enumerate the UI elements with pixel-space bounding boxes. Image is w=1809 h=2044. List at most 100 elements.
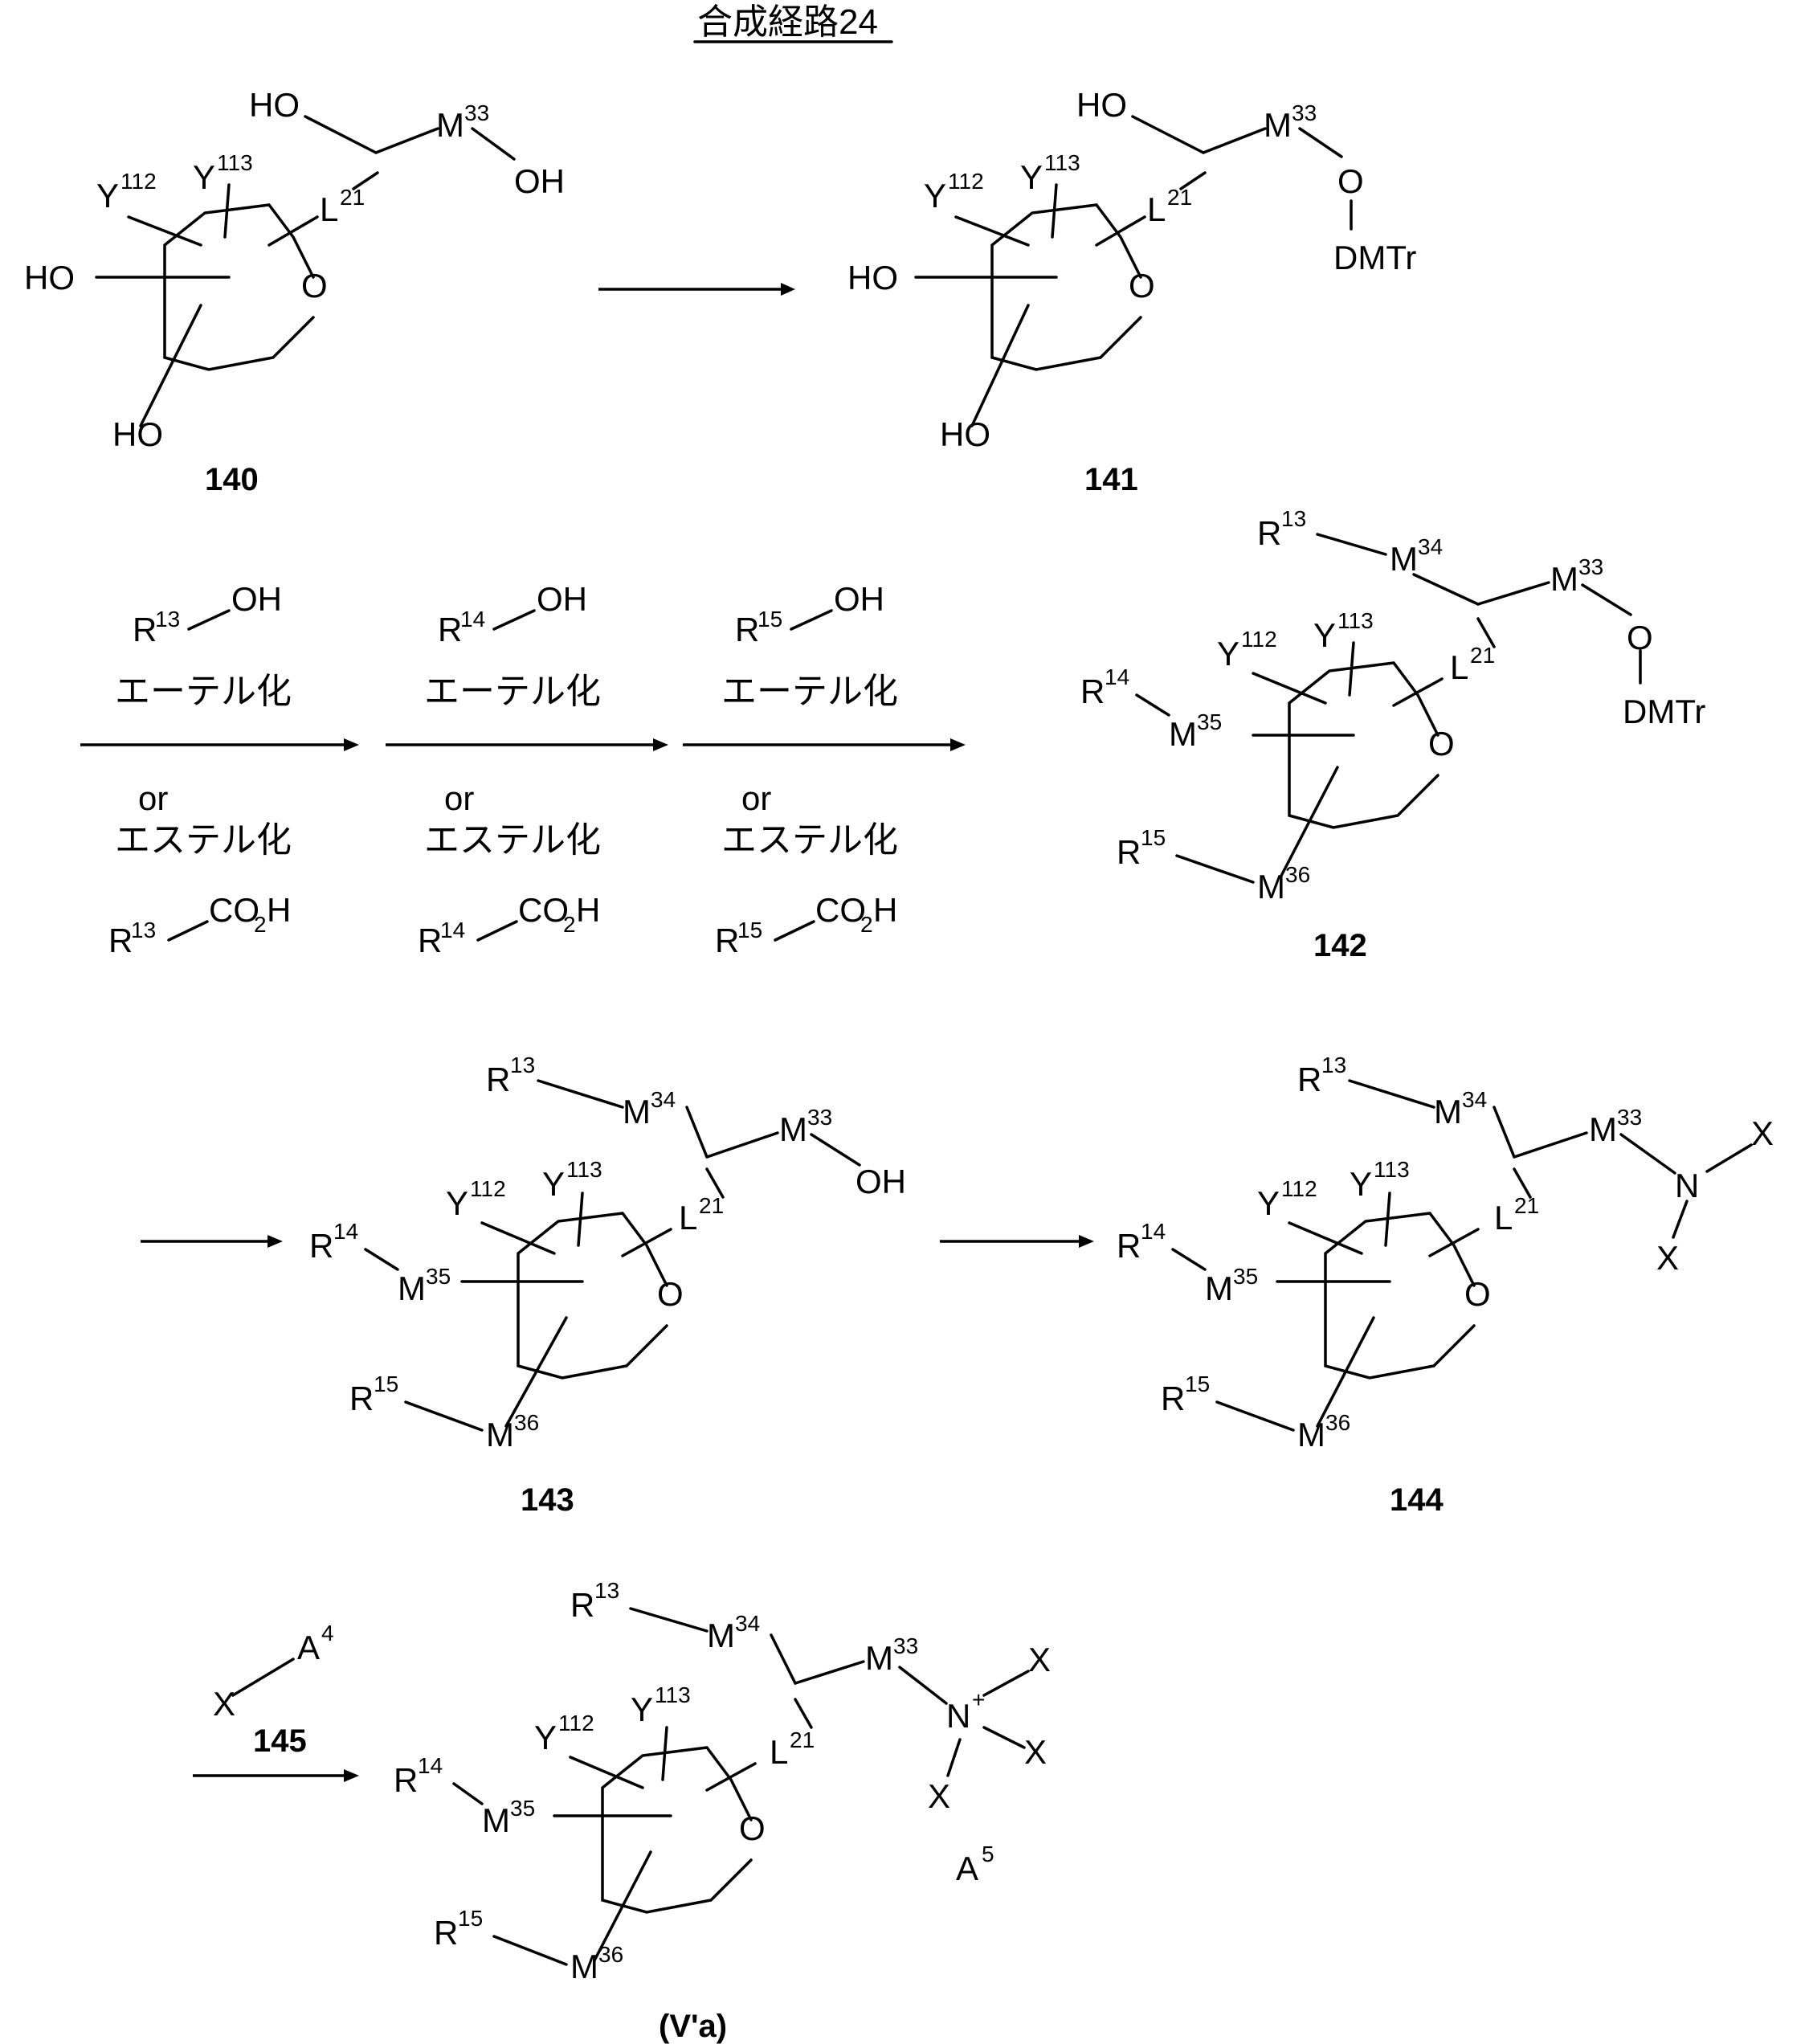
svg-text:113: 113 (217, 150, 253, 175)
arrowhead (344, 738, 359, 751)
svg-text:HO: HO (24, 259, 75, 296)
svg-text:+: + (972, 1687, 985, 1712)
svg-text:15: 15 (374, 1372, 398, 1396)
svg-text:OH: OH (514, 162, 565, 200)
svg-text:R: R (1161, 1380, 1185, 1417)
svg-text:R: R (133, 611, 157, 648)
svg-text:R: R (1117, 1227, 1141, 1265)
svg-text:R: R (1117, 833, 1141, 871)
svg-text:21: 21 (790, 1727, 815, 1752)
svg-text:15: 15 (737, 918, 762, 942)
svg-text:M: M (1550, 560, 1578, 598)
svg-text:112: 112 (558, 1711, 594, 1735)
svg-text:M: M (486, 1416, 514, 1453)
svg-text:33: 33 (1578, 554, 1603, 579)
svg-text:L: L (1147, 190, 1166, 228)
svg-text:X: X (1024, 1733, 1047, 1771)
svg-text:13: 13 (1321, 1053, 1346, 1077)
svg-text:O: O (1464, 1275, 1491, 1313)
svg-text:M: M (398, 1269, 426, 1307)
svg-text:4: 4 (321, 1621, 334, 1645)
svg-text:145: 145 (253, 1723, 307, 1759)
svg-text:R: R (1257, 514, 1281, 552)
svg-text:M: M (1205, 1269, 1233, 1307)
svg-text:or: or (444, 779, 474, 817)
svg-text:X: X (928, 1777, 950, 1815)
svg-text:33: 33 (1292, 100, 1317, 125)
svg-text:Y: Y (96, 177, 119, 215)
svg-text:21: 21 (1167, 185, 1192, 210)
svg-text:M: M (1589, 1110, 1617, 1148)
svg-text:36: 36 (1285, 862, 1310, 887)
svg-text:140: 140 (205, 462, 259, 497)
svg-text:X: X (1751, 1114, 1774, 1152)
svg-text:O: O (739, 1809, 766, 1847)
svg-text:Y: Y (446, 1184, 468, 1222)
arrowhead (781, 283, 795, 296)
svg-text:H: H (576, 891, 600, 929)
svg-text:M: M (779, 1110, 807, 1148)
svg-text:21: 21 (699, 1193, 724, 1218)
svg-text:35: 35 (426, 1264, 451, 1289)
compound-145: X A4 145 (213, 1621, 334, 1759)
svg-text:エーテル化: エーテル化 (721, 672, 898, 711)
svg-text:O: O (1627, 619, 1653, 656)
or-label: or (138, 779, 168, 817)
svg-text:M: M (482, 1801, 510, 1839)
svg-text:M: M (1257, 868, 1285, 905)
reaction-arrows (80, 283, 1094, 1782)
etherification-label: エーテル化 (115, 672, 292, 711)
arrowhead (344, 1769, 359, 1782)
svg-text:CO: CO (518, 891, 569, 929)
svg-text:HO: HO (940, 415, 990, 453)
svg-text:13: 13 (594, 1578, 619, 1603)
compound-144: R13 M34 M33 N X X R14 M35 R15 M36 O Y112… (1117, 1053, 1774, 1518)
svg-text:M: M (1390, 540, 1418, 578)
svg-text:113: 113 (1337, 608, 1374, 633)
svg-text:34: 34 (1462, 1087, 1487, 1112)
arrowhead (950, 738, 966, 751)
svg-text:M: M (623, 1093, 651, 1130)
svg-text:N: N (946, 1697, 970, 1735)
svg-text:R: R (438, 611, 462, 648)
svg-text:112: 112 (470, 1176, 506, 1201)
svg-text:Y: Y (1350, 1165, 1372, 1203)
svg-text:OH: OH (855, 1163, 906, 1200)
svg-text:33: 33 (807, 1105, 832, 1130)
svg-text:113: 113 (1374, 1157, 1410, 1182)
svg-text:113: 113 (566, 1157, 602, 1182)
svg-text:X: X (1656, 1239, 1679, 1277)
svg-text:H: H (873, 891, 897, 929)
svg-text:HO: HO (1076, 86, 1127, 124)
svg-text:M: M (436, 106, 464, 144)
svg-text:2: 2 (860, 912, 873, 937)
svg-text:Y: Y (193, 158, 215, 196)
svg-text:CO: CO (815, 891, 866, 929)
svg-text:HO: HO (249, 86, 300, 124)
svg-text:CO: CO (209, 891, 259, 929)
svg-text:A: A (297, 1629, 320, 1666)
svg-text:L: L (1494, 1199, 1513, 1237)
svg-text:112: 112 (1241, 627, 1277, 652)
svg-text:R: R (715, 922, 739, 959)
svg-text:R: R (418, 922, 442, 959)
svg-text:112: 112 (1281, 1176, 1317, 1201)
svg-text:Y: Y (1257, 1184, 1280, 1222)
svg-text:13: 13 (1281, 506, 1306, 531)
svg-text:Y: Y (534, 1719, 557, 1756)
svg-text:35: 35 (510, 1796, 535, 1821)
svg-text:L: L (320, 190, 338, 228)
svg-text:34: 34 (651, 1087, 676, 1112)
svg-text:143: 143 (521, 1482, 574, 1518)
compound-140: HO HO HO OH O Y112 Y113 L21 M33 140 (24, 86, 565, 497)
svg-text:15: 15 (1141, 825, 1166, 850)
svg-text:R: R (349, 1380, 374, 1417)
svg-text:21: 21 (340, 185, 365, 210)
svg-text:R: R (1080, 672, 1105, 710)
svg-text:21: 21 (1470, 643, 1495, 668)
svg-text:OH: OH (537, 580, 587, 618)
svg-text:Y: Y (542, 1165, 565, 1203)
svg-text:or: or (741, 779, 771, 817)
svg-text:13: 13 (155, 607, 180, 632)
